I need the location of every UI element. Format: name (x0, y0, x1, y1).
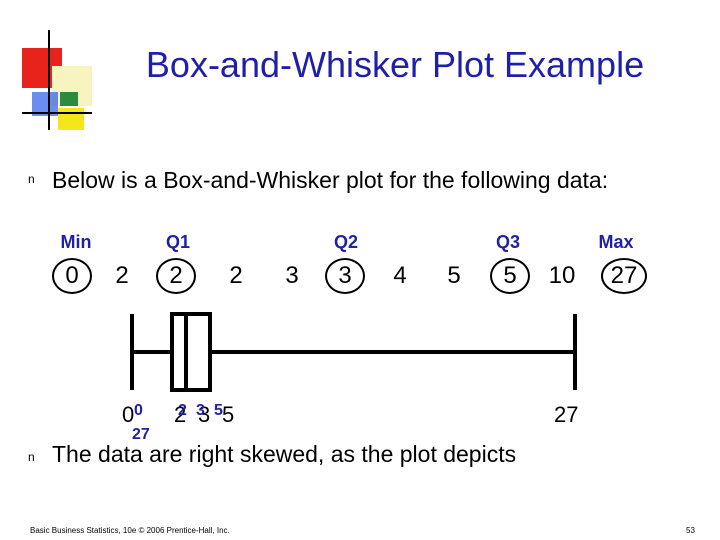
axis-label-5: 5 (222, 402, 235, 427)
axis-label-27: 27 (554, 402, 579, 427)
axis-label-3: 3 (198, 402, 211, 427)
label-min: Min (60, 232, 92, 252)
label-q3: Q3 (495, 232, 520, 252)
axis-label-2: 2 (174, 402, 187, 427)
slide-title: Box-and-Whisker Plot Example (145, 44, 645, 85)
data-value: 10 (548, 262, 576, 289)
label-q1: Q1 (165, 232, 190, 252)
footer-copyright: Basic Business Statistics, 10e © 2006 Pr… (30, 526, 230, 535)
data-value: 2 (229, 262, 243, 289)
label-max: Max (598, 232, 634, 252)
value-circle (325, 258, 365, 294)
page-number: 53 (686, 526, 695, 535)
value-circle (601, 258, 647, 294)
label-q2: Q2 (333, 232, 358, 252)
overlay-label-2: 2 (178, 402, 187, 419)
data-value: 5 (447, 262, 461, 289)
value-circle (490, 258, 530, 294)
data-value: 2 (115, 262, 129, 289)
overlay-label-0: 0 (134, 402, 143, 419)
overlay-label-3: 3 (196, 402, 205, 419)
value-circle (156, 258, 196, 294)
data-value: 3 (285, 262, 299, 289)
bullet-icon: n (28, 450, 35, 464)
bullet-text-2: The data are right skewed, as the plot d… (52, 441, 517, 467)
bullet-icon: n (28, 172, 35, 186)
value-circle (52, 258, 92, 294)
bullet-text-1: Below is a Box-and-Whisker plot for the … (52, 167, 609, 193)
data-value: 4 (393, 262, 407, 289)
overlay-label-27: 27 (132, 426, 150, 443)
axis-label-0: 0 (122, 402, 135, 427)
overlay-label-5: 5 (214, 402, 223, 419)
box-q1-q3 (170, 312, 212, 392)
logo-decoration (22, 30, 92, 130)
